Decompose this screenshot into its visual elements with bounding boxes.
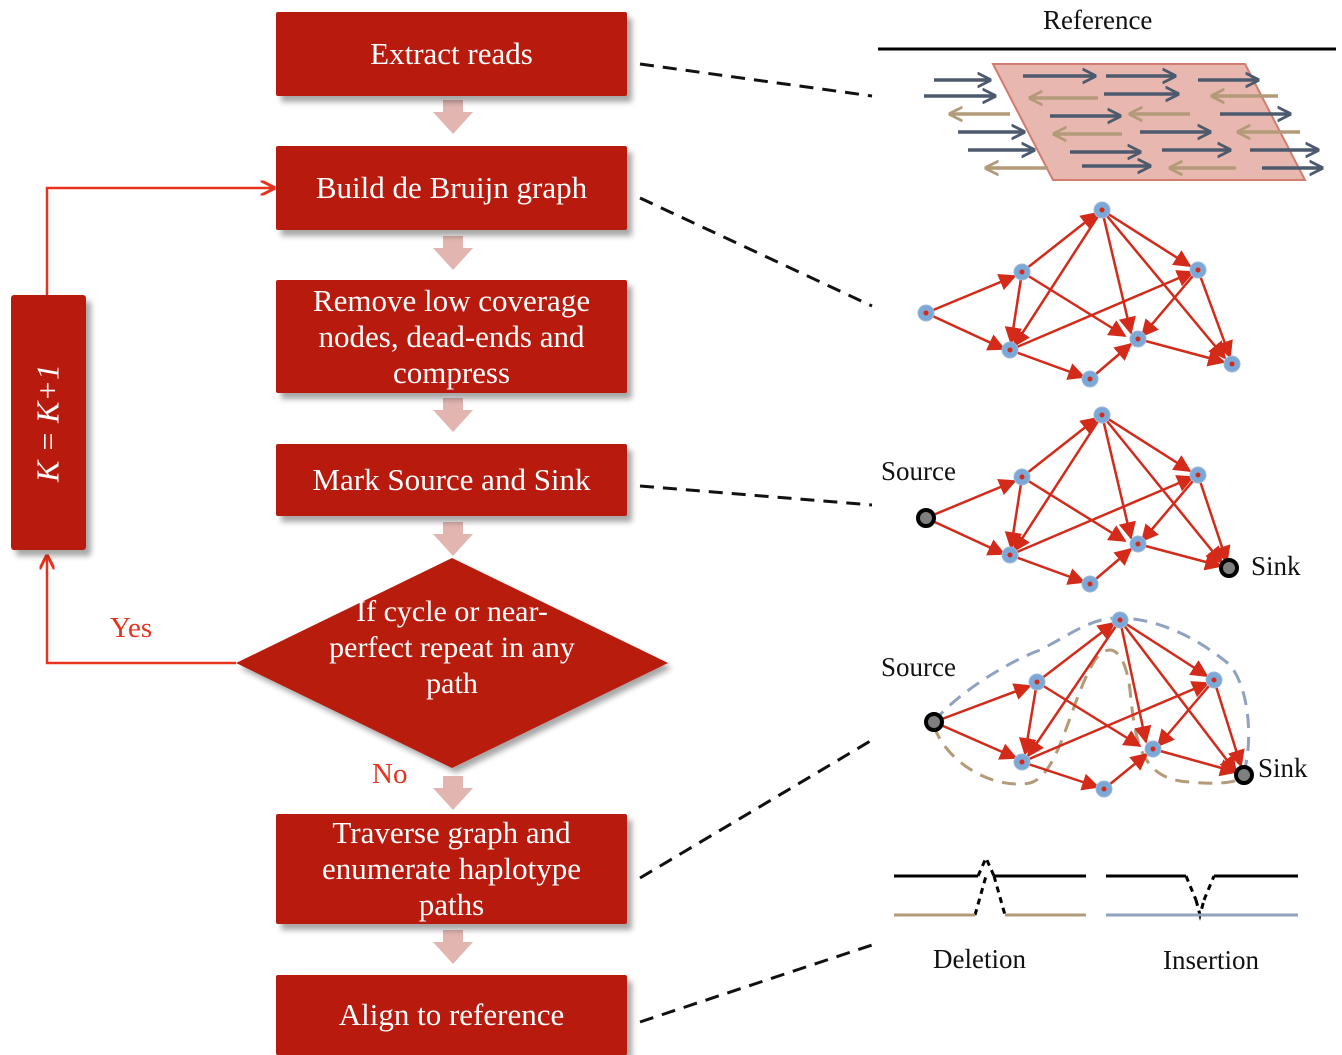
de-bruijn-graph-3 [924,611,1254,798]
flow-down-arrows [433,100,473,964]
sink-label-1: Sink [1251,551,1301,581]
step-traverse-graph-label: Traverse graph and enumerate haplotype p… [321,815,582,922]
source-label-2: Source [881,652,956,682]
source-label-1: Source [881,456,956,486]
insertion-label: Insertion [1163,945,1259,975]
decision-diamond [236,558,668,768]
step-mark-source-sink-label: Mark Source and Sink [312,462,591,497]
loop-increment-label: K = K+1 [29,364,66,482]
de-bruijn-graph-1 [917,201,1241,388]
de-bruijn-graph-2 [916,406,1239,593]
yes-label: Yes [110,612,153,644]
source-node-2 [924,712,944,732]
step-remove-low-coverage: Remove low coverage nodes, dead-ends and… [276,280,627,393]
deletion-label: Deletion [933,944,1026,974]
reference-label: Reference [1043,5,1153,35]
step-remove-low-coverage-label: Remove low coverage nodes, dead-ends and… [312,282,591,390]
sink-node-1 [1219,558,1239,578]
sink-label-2: Sink [1258,753,1308,783]
deletion-illustration [894,854,1086,917]
insertion-illustration [1106,874,1298,921]
sink-node-2 [1234,765,1254,785]
step-traverse-graph: Traverse graph and enumerate haplotype p… [276,814,627,924]
step-build-graph-label: Build de Bruijn graph [315,170,588,205]
step-align-reference-label: Align to reference [338,997,565,1032]
source-node-1 [916,508,936,528]
dashed-connectors [639,62,873,1024]
step-extract-reads-label: Extract reads [370,36,533,71]
step-align-reference: Align to reference [276,975,627,1055]
step-build-graph: Build de Bruijn graph [276,146,627,230]
no-label: No [372,758,408,790]
loop-increment-box [11,295,86,550]
step-mark-source-sink: Mark Source and Sink [276,444,627,516]
decision-label: If cycle or near-perfect repeat in any p… [329,595,575,700]
reference-reads-illustration [878,47,1336,181]
step-extract-reads: Extract reads [276,12,627,96]
loop-connector [47,188,274,665]
